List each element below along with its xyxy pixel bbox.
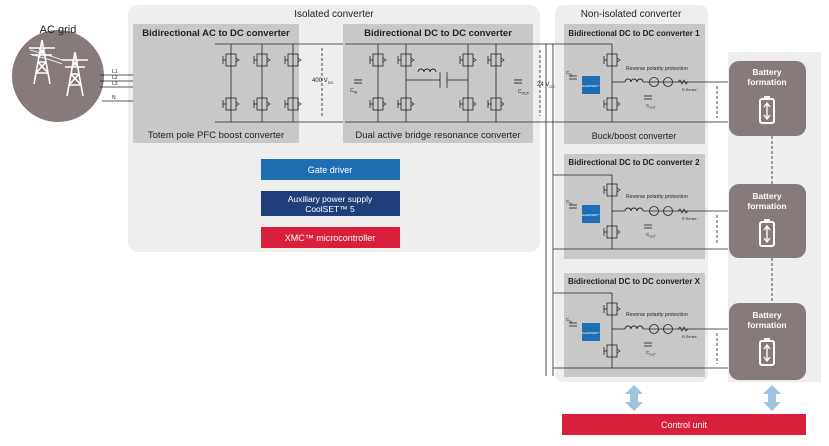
eicedriver-chip-2	[582, 205, 600, 223]
control-unit-label: Control unit	[661, 420, 708, 430]
isolated-converter-title: Isolated converter	[294, 9, 374, 20]
battery-2-line2: formation	[747, 201, 786, 211]
phase-n: N	[112, 95, 116, 101]
ac-grid-label: AC grid	[40, 24, 77, 36]
rsense-label-1: R Sense	[682, 88, 697, 92]
dab-converter-subtitle: Dual active bridge resonance converter	[355, 130, 520, 141]
eicedriver-chip-1	[582, 76, 600, 94]
battery-formation-x: Battery formation	[729, 303, 806, 380]
rpp-label-1: Reverse polarity protection	[626, 66, 688, 72]
chip-2-label: EiceDRIVER™	[582, 213, 600, 217]
control-unit-block	[562, 414, 806, 435]
dc-dc-converter-2: Bidirectional DC to DC converter 2 EiceD…	[553, 154, 728, 259]
dc-dc-converter-x: Bidirectional DC to DC converter X EiceD…	[553, 273, 728, 377]
converter-2-title: Bidirectional DC to DC converter 2	[568, 158, 700, 167]
battery-formation-1: Battery formation	[729, 61, 806, 136]
converter-1-subtitle: Buck/boost converter	[592, 131, 677, 141]
rsense-label-2: R Sense	[682, 217, 697, 221]
conv2-cin: CIN	[566, 199, 572, 206]
battery-1-line2: formation	[747, 77, 786, 87]
coolset-label: CoolSET™ 5	[305, 204, 355, 214]
dab-cout-label: COUT	[518, 89, 530, 96]
dab-converter-title: Bidirectional DC to DC converter	[364, 28, 512, 39]
pfc-switch-network	[215, 43, 298, 123]
pfc-converter-title: Bidirectional AC to DC converter	[142, 28, 290, 39]
rpp-label-2: Reverse polarity protection	[626, 194, 688, 200]
dab-switch-network	[345, 43, 530, 123]
chip-x-label: EiceDRIVER™	[582, 331, 600, 335]
eicedriver-chip-x	[582, 323, 600, 341]
dab-cin-label: CIN	[350, 88, 358, 95]
control-arrow-left	[625, 385, 643, 411]
battery-x-line2: formation	[747, 320, 786, 330]
rpp-label-x: Reverse polarity protection	[626, 312, 688, 318]
converter-x-title: Bidirectional DC to DC converter X	[568, 277, 701, 286]
conv2-cout: COUT	[646, 232, 656, 239]
convx-cin: CIN	[566, 317, 572, 324]
convx-cout: COUT	[646, 350, 656, 357]
converter-1-title: Bidirectional DC to DC converter 1	[568, 29, 700, 38]
ac-grid-icon	[12, 30, 104, 122]
bus-24v-label: 24 VDC	[537, 82, 555, 89]
aux-power-supply-block	[261, 191, 400, 216]
control-arrow-right	[763, 385, 781, 411]
xmc-microcontroller-block	[261, 227, 400, 248]
conv1-cout: COUT	[646, 103, 656, 110]
battery-1-line1: Battery	[752, 67, 782, 77]
gate-driver-label: Gate driver	[308, 165, 353, 175]
phase-l3: L3	[112, 81, 118, 87]
aux-power-supply-label: Auxiliary power supply	[288, 194, 373, 204]
dab-converter-block	[343, 24, 533, 143]
bus-400v-label: 400 VDC	[312, 78, 334, 85]
gate-driver-block	[261, 159, 400, 180]
battery-2-line1: Battery	[752, 191, 782, 201]
pfc-converter-block	[133, 24, 299, 143]
chip-1-label: EiceDRIVER™	[582, 84, 600, 88]
phase-l2: L2	[112, 75, 118, 81]
battery-x-line1: Battery	[752, 310, 782, 320]
pfc-converter-subtitle: Totem pole PFC boost converter	[148, 130, 284, 141]
dc-dc-converter-1: Bidirectional DC to DC converter 1 Buck/…	[553, 24, 728, 144]
battery-formation-2: Battery formation	[729, 184, 806, 258]
xmc-microcontroller-label: XMC™ microcontroller	[285, 233, 376, 243]
phase-l1: L1	[112, 69, 118, 75]
non-isolated-converter-title: Non-isolated converter	[581, 9, 682, 20]
rsense-label-x: R Sense	[682, 335, 697, 339]
conv1-cin: CIN	[566, 70, 572, 77]
